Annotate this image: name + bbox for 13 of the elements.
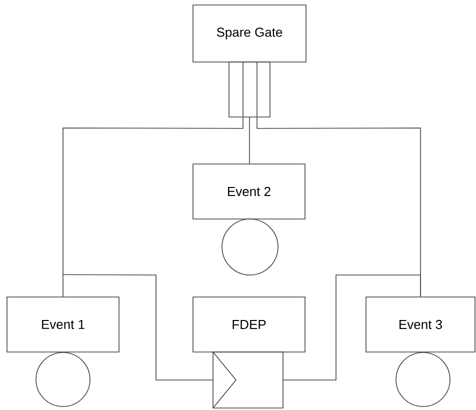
connector-line bbox=[249, 117, 250, 164]
basic-event-circle bbox=[222, 218, 278, 276]
spare-gate-box: Spare Gate bbox=[192, 4, 306, 118]
basic-event-circle bbox=[36, 352, 90, 407]
basic-event-circle bbox=[396, 352, 450, 407]
connector-line bbox=[62, 274, 213, 380]
event-box: Event 1 bbox=[6, 296, 120, 352]
event-box: Event 2 bbox=[192, 164, 306, 220]
event-box: Event 3 bbox=[366, 296, 476, 352]
fdep-gate-box: FDEP bbox=[192, 296, 306, 352]
connector-line bbox=[283, 274, 421, 380]
trigger-box bbox=[212, 352, 284, 408]
connector-line bbox=[62, 117, 244, 297]
